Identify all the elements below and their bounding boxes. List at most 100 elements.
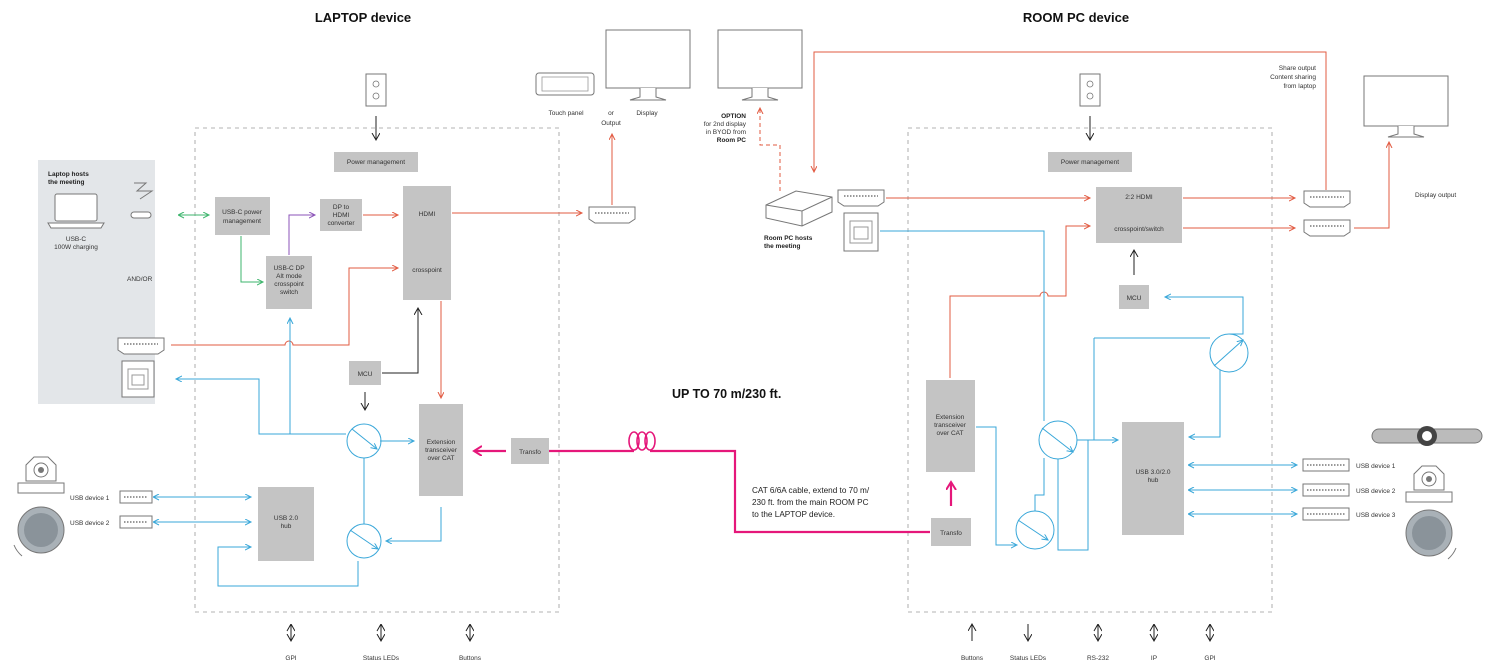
room-ext-label-1: Extension xyxy=(936,414,965,421)
dp-hdmi-converter-block xyxy=(320,199,362,231)
cable-text-1: CAT 6/6A cable, extend to 70 m/ xyxy=(752,486,870,495)
laptop-usb-switch-2 xyxy=(346,523,382,559)
usbc-label: USB-C xyxy=(66,236,87,243)
laptop-hub-label-2: hub xyxy=(281,523,292,530)
distance-label: UP TO 70 m/230 ft. xyxy=(672,387,781,401)
usbc-pm-label-1: USB-C power xyxy=(222,209,263,216)
room-pc-host-1: Room PC hosts xyxy=(764,235,813,242)
room-transfo-label: Transfo xyxy=(940,530,962,537)
option-label-4: Room PC xyxy=(717,137,747,144)
room-pc-host-2: the meeting xyxy=(764,243,801,250)
cat-cable-coil-icon xyxy=(628,431,656,451)
laptop-transfo-label: Transfo xyxy=(519,449,541,456)
and-or-label: AND/OR xyxy=(127,276,153,283)
usbc-altmode-switch-block xyxy=(266,256,312,309)
laptop-io-buttons: Buttons xyxy=(459,655,482,662)
room-power-outlet-icon xyxy=(1079,73,1101,107)
room-hdmi-crosspoint-block xyxy=(1096,187,1182,243)
room-usb-a-port-2 xyxy=(1302,483,1350,497)
laptop-usb2-hub-block xyxy=(258,487,314,561)
room-speakerphone-icon xyxy=(1405,509,1457,560)
share-output-label-1: Share output xyxy=(1279,65,1316,72)
room-usb3-hub-block xyxy=(1122,422,1184,535)
dp-label-1: DP to xyxy=(333,204,350,211)
room-usb-device-3-label: USB device 3 xyxy=(1356,512,1396,519)
option-display-icon xyxy=(717,29,803,101)
room-hub-label-1: USB 3.0/2.0 xyxy=(1135,469,1170,476)
laptop-crosspoint-label: crosspoint xyxy=(412,267,442,274)
room-pc-device-title: ROOM PC device xyxy=(1023,10,1129,25)
laptop-hdmi-crosspoint-block xyxy=(403,186,451,300)
room-transfo-block xyxy=(931,518,971,546)
alt-label-1: USB-C DP xyxy=(273,265,304,272)
option-label-3: in BYOD from xyxy=(706,129,746,136)
laptop-power-management-label: Power management xyxy=(347,159,405,166)
room-pc-hdmi-port xyxy=(837,189,885,207)
laptop-hdmi-label: HDMI xyxy=(419,211,436,218)
room-ext-label-3: over CAT xyxy=(937,430,964,437)
share-output-label-2: Content sharing xyxy=(1270,74,1316,81)
usbc-pm-label-2: management xyxy=(223,218,261,225)
laptop-ext-label-1: Extension xyxy=(427,439,456,446)
laptop-usb-a-port-2 xyxy=(119,515,153,529)
touch-panel-icon xyxy=(535,72,595,96)
room-usb-a-port-1 xyxy=(1302,458,1350,472)
room-io-arrows xyxy=(972,624,1210,641)
cable-text-3: to the LAPTOP device. xyxy=(752,510,835,519)
alt-label-2: Alt mode xyxy=(276,273,302,280)
share-output-label-3: from laptop xyxy=(1283,83,1316,90)
alt-label-4: switch xyxy=(280,289,298,296)
room-hub-label-2: hub xyxy=(1148,477,1159,484)
usbc-power-management-block xyxy=(215,197,270,235)
alt-label-3: crosspoint xyxy=(274,281,304,288)
room-hdmi-label-1: 2:2 HDMI xyxy=(1125,194,1153,201)
laptop-io-arrows xyxy=(291,624,470,641)
video-bar-icon xyxy=(1371,426,1483,446)
thunderbolt-icon xyxy=(134,182,154,200)
room-pc-usb-b-port xyxy=(843,212,879,252)
power-outlet-icon xyxy=(365,73,387,107)
usbc-port-icon xyxy=(130,211,152,219)
laptop-host-title-2: the meeting xyxy=(48,179,85,186)
room-mcu-label: MCU xyxy=(1127,295,1142,302)
dp-label-3: converter xyxy=(327,220,355,227)
touch-panel-label: Touch panel xyxy=(548,110,584,117)
room-mcu-block xyxy=(1119,285,1149,309)
laptop-mcu-label: MCU xyxy=(358,371,373,378)
room-io-rs232: RS-232 xyxy=(1087,655,1109,662)
speakerphone-icon xyxy=(13,506,65,557)
laptop-host-title-1: Laptop hosts xyxy=(48,171,89,178)
display-output-label: Display output xyxy=(1415,192,1456,199)
laptop-usb-device-2-label: USB device 2 xyxy=(70,520,110,527)
room-ext-label-2: transceiver xyxy=(934,422,967,429)
room-display-icon xyxy=(1363,75,1449,138)
dp-label-2: HDMI xyxy=(333,212,350,219)
laptop-mcu-block xyxy=(349,361,381,385)
room-io-status-leds: Status LEDs xyxy=(1010,655,1047,662)
laptop-usb-a-port-1 xyxy=(119,490,153,504)
laptop-ext-label-3: over CAT xyxy=(428,455,455,462)
room-usb-a-port-3 xyxy=(1302,507,1350,521)
ptz-camera-icon xyxy=(17,456,65,494)
display-label: Display xyxy=(636,110,658,117)
room-pc-icon xyxy=(765,190,833,227)
cable-text-2: 230 ft. from the main ROOM PC xyxy=(752,498,869,507)
room-io-ip: IP xyxy=(1151,655,1157,662)
laptop-hdmi-output-port xyxy=(588,206,636,224)
room-extension-transceiver-block xyxy=(926,380,975,472)
room-usb-device-1-label: USB device 1 xyxy=(1356,463,1396,470)
laptop-io-status-leds: Status LEDs xyxy=(363,655,400,662)
room-hdmi-output-port-1 xyxy=(1303,190,1351,208)
laptop-io-gpi: GPI xyxy=(285,655,296,662)
output-label: Output xyxy=(601,120,621,127)
laptop-extension-transceiver-block xyxy=(419,404,463,496)
or-label: or xyxy=(608,110,615,117)
laptop-hub-label-1: USB 2.0 xyxy=(274,515,299,522)
room-power-management-block xyxy=(1048,152,1132,172)
hdmi-port-icon xyxy=(117,337,165,355)
room-usb-device-2-label: USB device 2 xyxy=(1356,488,1396,495)
laptop-transfo-block xyxy=(511,438,549,464)
option-label-1: OPTION xyxy=(721,113,746,120)
room-power-management-label: Power management xyxy=(1061,159,1119,166)
